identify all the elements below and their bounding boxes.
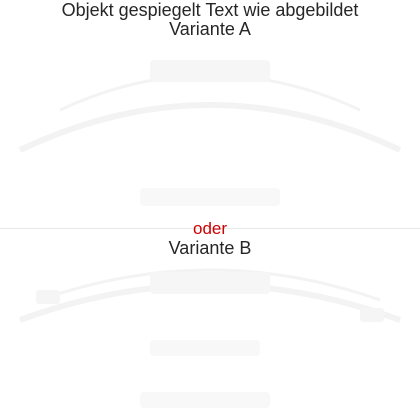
variant-b-object-graphic bbox=[18, 268, 402, 408]
or-separator-label: oder bbox=[192, 219, 228, 238]
variant-a-label: Variante A bbox=[169, 19, 251, 39]
instruction-heading: Objekt gespiegelt Text wie abgebildet bbox=[61, 0, 359, 20]
section-divider bbox=[0, 228, 420, 229]
variant-a-object-graphic bbox=[18, 60, 402, 206]
variant-b-label: Variante B bbox=[168, 238, 252, 258]
